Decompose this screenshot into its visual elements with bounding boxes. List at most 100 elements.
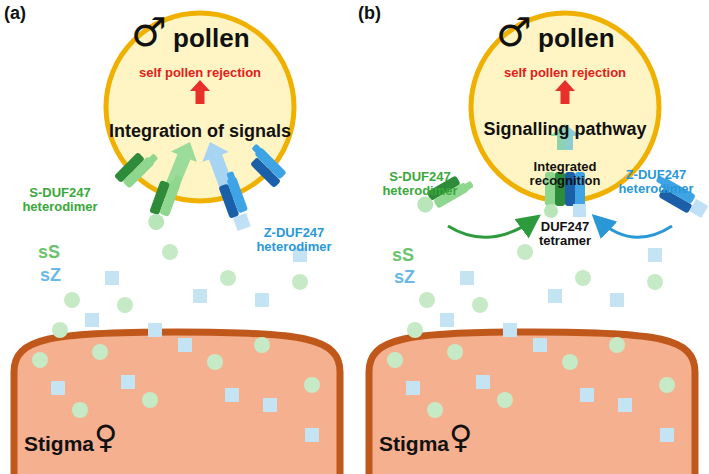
- S-DUF247-dimer: [114, 145, 159, 190]
- stigma-title: Stigma: [24, 432, 104, 455]
- stigma-dome: [14, 332, 340, 474]
- sZ-ligand: [618, 398, 632, 412]
- sS-ligand: [472, 297, 488, 313]
- sS-ligand: [117, 297, 133, 313]
- Z-DUF247-dimer: [243, 143, 288, 188]
- pollen-grain: ♂pollenself pollen rejectionIntegration …: [103, 10, 297, 204]
- sS-ligand: [659, 377, 675, 393]
- sS-ligand: [92, 344, 108, 360]
- bound-ligand: [689, 199, 708, 218]
- signal-arrow: [162, 142, 197, 199]
- sZ-ligand: [440, 313, 454, 327]
- sS-ligand: [387, 352, 403, 368]
- signal-arrow: [550, 124, 580, 150]
- sS-ligand: [254, 337, 270, 353]
- sZ-ligand: [225, 388, 239, 402]
- sS-ligand: [32, 352, 48, 368]
- process-text: Integration of signals: [93, 122, 307, 142]
- sZ-ligand: [51, 381, 65, 395]
- sZ-ligand: [533, 338, 547, 352]
- sS-ligand: [427, 402, 443, 418]
- sZ-ligand: [476, 375, 490, 389]
- sS-ligand: [647, 274, 663, 290]
- bound-ligand: [414, 194, 436, 216]
- sS-ligand: [517, 244, 533, 260]
- ligand-label: sZ: [40, 266, 61, 286]
- sZ-ligand: [406, 381, 420, 395]
- stigma-surface: Stigma♀: [10, 326, 344, 474]
- sZ-ligand: [610, 293, 624, 307]
- sS-ligand: [162, 244, 178, 260]
- process-text: Integrated recognition: [520, 160, 610, 189]
- receptor-subunit: [660, 177, 696, 204]
- tetramer-subunit: [575, 172, 585, 206]
- assembly-arrow: [596, 218, 672, 237]
- receptor-subunit: [148, 153, 159, 164]
- stigma-title: Stigma: [379, 432, 459, 455]
- sS-ligand: [447, 344, 463, 360]
- receptor-subunit: [426, 175, 460, 201]
- sS-ligand: [419, 292, 435, 308]
- bound-ligand: [573, 204, 586, 217]
- red-arrow: [190, 80, 210, 104]
- ligand-label: sZ: [394, 268, 415, 288]
- sS-ligand: [497, 392, 513, 408]
- sZ-ligand: [105, 271, 119, 285]
- sZ-ligand: [648, 248, 662, 262]
- sZ-ligand: [580, 388, 594, 402]
- sS-ligand: [207, 354, 223, 370]
- sS-ligand: [575, 270, 591, 286]
- outcome-text: self pollen rejection: [113, 66, 287, 80]
- Z-DUF247-dimer: [215, 171, 254, 232]
- panel-label: (a): [4, 4, 26, 24]
- sZ-ligand: [193, 289, 207, 303]
- receptor-subunit: [251, 144, 262, 155]
- sS-ligand: [64, 292, 80, 308]
- ligand-label: sS: [38, 243, 60, 263]
- pollen-title: pollen: [538, 24, 628, 53]
- signal-arrow: [202, 142, 236, 198]
- sS-ligand: [72, 402, 88, 418]
- receptor-subunit: [114, 152, 145, 183]
- receptor-subunit: [159, 180, 181, 217]
- receptor-subunit: [658, 188, 692, 214]
- bound-ligand: [146, 212, 167, 233]
- stigma-surface: Stigma♀: [365, 326, 699, 474]
- female-symbol: ♀: [449, 420, 489, 455]
- tetramer-subunit: [545, 172, 555, 206]
- sS-ligand: [407, 322, 423, 338]
- Z-DUF247-dimer: [650, 174, 709, 220]
- sZ-ligand: [121, 375, 135, 389]
- receptor-label: Z-DUF247 heterodimer: [240, 226, 348, 255]
- receptor-subunit: [218, 183, 239, 218]
- receptor-subunit: [656, 175, 666, 185]
- tetramer-subunit: [565, 172, 575, 206]
- receptor-subunit: [226, 176, 248, 213]
- receptor-subunit: [149, 180, 170, 215]
- sS-ligand: [142, 392, 158, 408]
- receptor-subunit: [122, 156, 155, 189]
- sS-ligand: [220, 270, 236, 286]
- bound-ligand: [544, 204, 558, 218]
- sZ-ligand: [178, 338, 192, 352]
- receptor-label: S-DUF247 heterodimer: [6, 186, 114, 215]
- female-symbol: ♀: [94, 420, 134, 455]
- bound-ligand: [233, 213, 251, 231]
- sS-ligand: [562, 354, 578, 370]
- sS-ligand: [292, 274, 308, 290]
- ligand-label: sS: [392, 246, 414, 266]
- sS-ligand: [609, 337, 625, 353]
- sZ-ligand: [85, 313, 99, 327]
- receptor-label: Z-DUF247 heterodimer: [604, 168, 708, 197]
- receptor-subunit: [226, 171, 235, 181]
- receptor-subunit: [250, 157, 281, 188]
- red-arrow: [555, 80, 575, 104]
- sS-ligand: [52, 322, 68, 338]
- sZ-ligand: [660, 428, 674, 442]
- S-DUF247-dimer: [144, 171, 183, 233]
- sS-ligand: [304, 377, 320, 393]
- pollen-title: pollen: [173, 24, 263, 53]
- assembly-arrow: [448, 218, 536, 237]
- sZ-ligand: [503, 323, 517, 337]
- sZ-ligand: [305, 428, 319, 442]
